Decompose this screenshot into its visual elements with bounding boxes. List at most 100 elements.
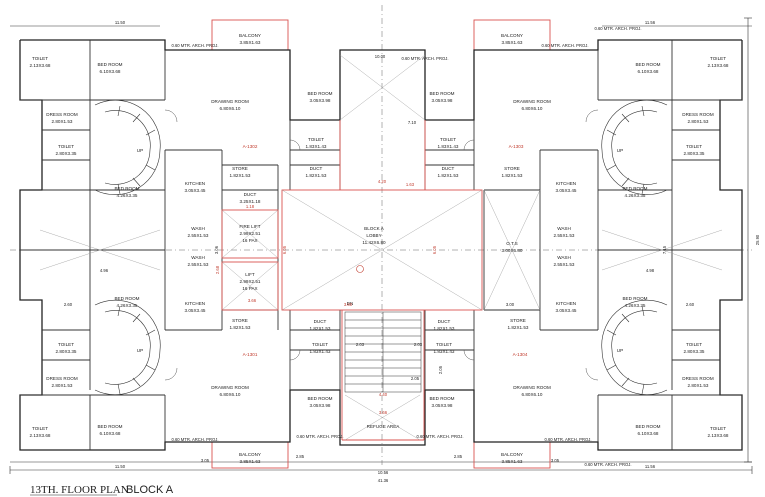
duct-size: 3.25X1.18 [240,199,261,204]
dim-overall-height: 25.90 [755,234,760,245]
dim-440: 4.40 [379,392,388,397]
bedroom-label: BED ROOM [307,396,332,401]
dim-715: 7.15 [662,245,667,254]
lift-capacity: 16 PAX [242,286,257,291]
toilet-size: 2.13X3.68 [30,63,51,68]
flat-label-a1302: A-1302 [243,144,258,149]
drawing-room-size: 6.80X6.10 [220,106,241,111]
projection-notes: 0.60 MTR. ARCH. PROJ. 0.60 MTR. ARCH. PR… [171,26,641,467]
toilet-label: TOILET [710,56,726,61]
dim-366: 3.66 [379,410,388,415]
kitchen-size: 3.05X3.45 [556,308,577,313]
toilet-size: 2.13X3.68 [30,433,51,438]
wash-size: 2.55X1.53 [188,262,209,267]
dim-163: 1.63 [406,182,415,187]
balcony-size: 3.85X1.63 [502,459,523,464]
drawing-room-label: DRAWING ROOM [513,385,551,390]
center-axis [10,5,752,465]
bedroom-label: BED ROOM [97,62,122,67]
bedroom-size: 6.10X3.68 [638,69,659,74]
dim-366: 3.66 [248,298,257,303]
arch-proj-note: 0.60 MTR. ARCH. PROJ. [544,437,591,442]
lobby-labels: BLOCK A LOBBY 11.42X6.80 REFUGE AREA DN [347,226,401,429]
wash-label: WASH [191,226,205,231]
wash-size: 2.55X1.53 [554,262,575,267]
toilet-label: TOILET [312,342,328,347]
arch-proj-note: 0.60 MTR. ARCH. PROJ. [401,56,448,61]
dim-top-left: 11.50 [115,20,126,25]
plan-title: 13TH. FLOOR PLAN BLOCK A [30,484,174,496]
dim-top-mid: 10.00 [375,54,386,59]
store-label: STORE [232,318,248,323]
bedroom-label: BED ROOM [622,186,647,191]
dress-room-size: 2.80X1.53 [52,119,73,124]
store-size: 1.82X1.53 [230,325,251,330]
toilet-label: TOILET [710,426,726,431]
toilet-size: 2.13X3.68 [708,63,729,68]
dress-room-label: DRESS ROOM [46,376,78,381]
drawing-room-size: 6.80X6.10 [522,392,543,397]
void-diagonals [39,54,723,441]
arch-proj-note: 0.60 MTR. ARCH. PROJ. [594,26,641,31]
dim-498: 4.98 [646,268,655,273]
wash-size: 2.55X1.53 [554,233,575,238]
bedroom-size: 4.26X3.35 [625,303,646,308]
toilet-size: 1.83X1.43 [438,144,459,149]
toilet-size: 2.80X3.35 [684,151,705,156]
dress-room-label: DRESS ROOM [46,112,78,117]
refuge-area-label: REFUGE AREA [367,424,401,429]
bedroom-size: 4.26X3.35 [117,303,138,308]
balcony-label: BALCONY [239,33,261,38]
bedroom-size: 3.05X3.98 [310,403,331,408]
dress-room-size: 2.80X1.53 [688,119,709,124]
balcony-label: BALCONY [501,452,523,457]
flat-label-a1303: A-1303 [509,144,524,149]
bedroom-label: BED ROOM [622,296,647,301]
spiral-stair-top-left [94,99,161,195]
bedroom-label: BED ROOM [635,62,660,67]
bedroom-size: 4.26X3.35 [625,193,646,198]
toilet-label: TOILET [686,144,702,149]
dim-285: 2.85 [296,454,305,459]
bedroom-size: 3.05X3.98 [310,98,331,103]
kitchen-size: 3.05X3.45 [185,308,206,313]
toilet-label: TOILET [58,144,74,149]
toilet-label: TOILET [308,137,324,142]
spiral-stair-bottom-left [94,299,161,395]
store-size: 1.82X1.53 [502,173,523,178]
stair-up-label: UP [137,148,143,153]
wash-label: WASH [191,255,205,260]
fire-lift-capacity: 16 PAX [242,238,257,243]
bedroom-label: BED ROOM [307,91,332,96]
bedroom-label: BED ROOM [429,396,454,401]
dress-room-label: DRESS ROOM [682,112,714,117]
lobby-size: 11.42X6.80 [362,240,386,245]
core-accent-lines [221,120,483,441]
dim-605: 6.05 [282,245,287,254]
arch-proj-note: 0.60 MTR. ARCH. PROJ. [584,462,631,467]
toilet-size: 2.80X3.35 [56,151,77,156]
dim-305: 3.05 [551,458,560,463]
kitchen-label: KITCHEN [185,181,205,186]
duct-size: 1.82X1.53 [310,326,331,331]
dim-268: 2.68 [215,265,220,274]
duct-size: 1.82X1.53 [434,326,455,331]
dress-room-size: 2.80X1.53 [52,383,73,388]
dim-top-right: 11.56 [645,20,656,25]
drawing-room-size: 6.80X6.10 [220,392,241,397]
duct-label: DUCT [244,192,257,197]
interior-walls-left [20,40,341,450]
kitchen-label: KITCHEN [556,301,576,306]
block-title: BLOCK A [126,484,174,496]
dim-260: 2.60 [686,302,695,307]
flat-label-a1304: A-1304 [513,352,528,357]
drawing-room-label: DRAWING ROOM [211,99,249,104]
balcony-label: BALCONY [239,452,261,457]
dress-room-size: 2.80X1.53 [688,383,709,388]
arch-proj-note: 0.60 MTR. ARCH. PROJ. [171,437,218,442]
lobby-marker-icon [356,265,364,273]
store-size: 1.82X1.53 [230,173,251,178]
wash-label: WASH [557,226,571,231]
bedroom-label: BED ROOM [114,296,139,301]
